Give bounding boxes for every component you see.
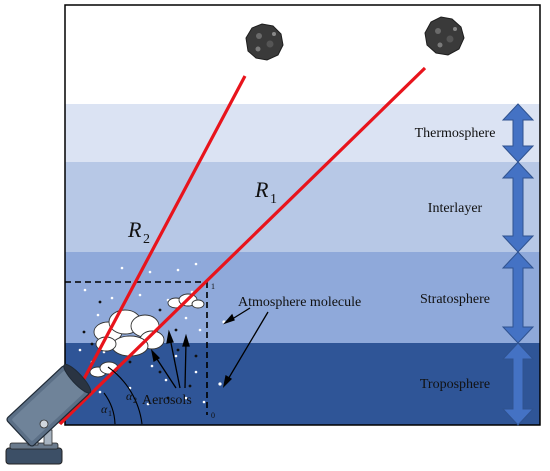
- svg-text:R: R: [254, 177, 269, 202]
- beam-r1: [58, 66, 427, 426]
- angle-arc-a2: [107, 366, 143, 425]
- box-top-tick: 1: [211, 282, 215, 291]
- annotation-arrows: [150, 307, 269, 389]
- layer-label-troposphere: Troposphere: [420, 377, 490, 392]
- angle-label-a1: α 1: [101, 402, 112, 418]
- troposphere-arrow: [501, 342, 535, 426]
- layer-label-stratosphere: Stratosphere: [420, 292, 490, 307]
- svg-text:R: R: [127, 217, 142, 242]
- range-label-r1: R 1: [254, 177, 277, 207]
- interlayer-band: [65, 162, 540, 252]
- diagram-frame: [64, 4, 541, 426]
- svg-text:α: α: [101, 402, 108, 416]
- troposphere-band: [65, 343, 540, 425]
- svg-text:1: 1: [270, 192, 277, 207]
- layer-label-interlayer: Interlayer: [428, 201, 483, 216]
- svg-text:2: 2: [133, 396, 137, 405]
- meteor-icon: [245, 23, 284, 61]
- angle-label-a2: α 2: [126, 389, 137, 405]
- svg-text:1: 1: [108, 409, 112, 418]
- telescope-icon: [5, 363, 92, 465]
- angle-arc-a1: [103, 392, 116, 425]
- svg-text:2: 2: [143, 232, 150, 247]
- range-label-r2: R 2: [127, 217, 150, 247]
- thermosphere-band: [65, 104, 540, 162]
- box-bottom-tick: 0: [211, 411, 215, 420]
- svg-text:α: α: [126, 389, 133, 403]
- cloud-icon: [93, 309, 165, 357]
- atmosphere-molecule-label: Atmosphere molecule: [238, 295, 361, 310]
- beam-r2: [58, 75, 247, 425]
- meteor-icon: [424, 16, 465, 56]
- aerosols-label: Aerosols: [142, 393, 192, 408]
- layer-label-thermosphere: Thermosphere: [415, 126, 496, 141]
